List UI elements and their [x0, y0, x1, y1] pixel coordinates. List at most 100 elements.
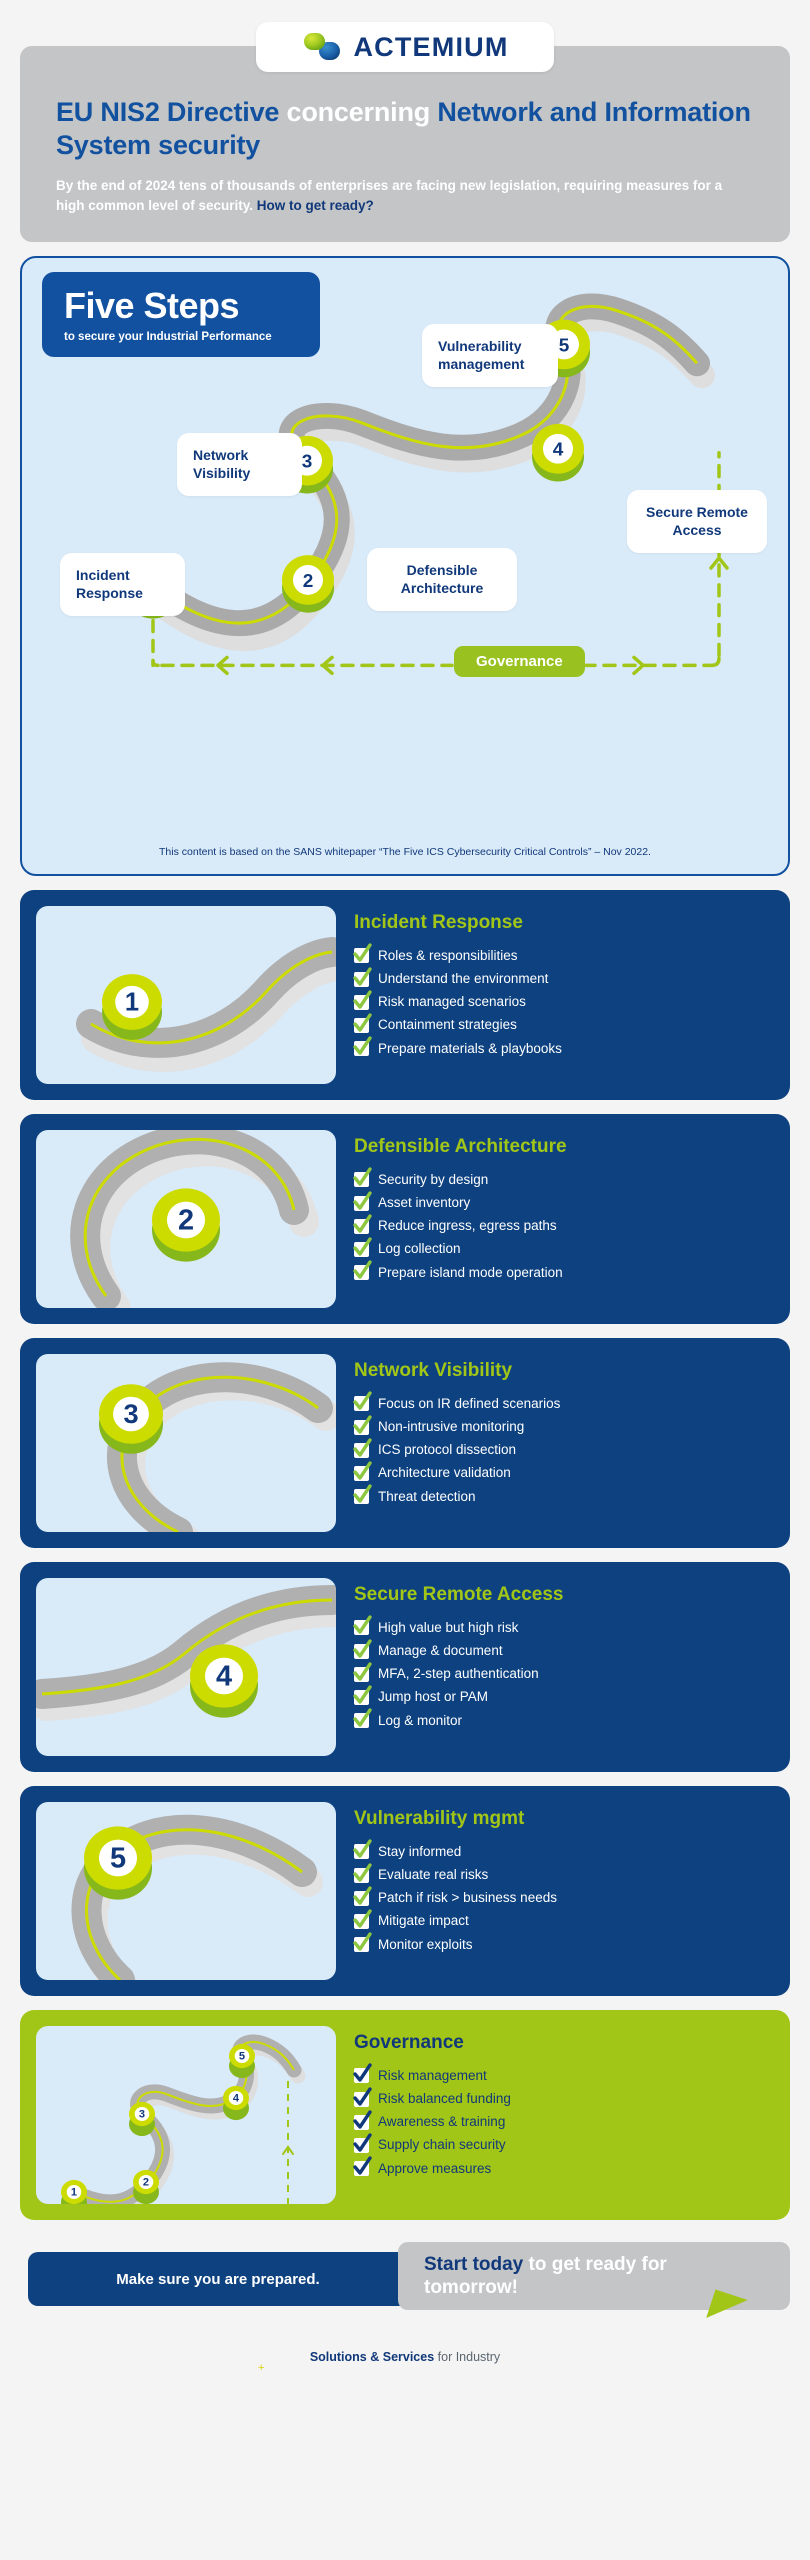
cta-rest: to get ready for tomorrow!: [424, 2254, 667, 2299]
check-icon: [353, 2063, 372, 2083]
check-icon: [353, 1638, 372, 1658]
actemium-logo: ACTEMIUM: [256, 22, 554, 72]
svg-text:1: 1: [125, 989, 139, 1017]
check-icon: [353, 1662, 372, 1681]
diagram-label-vulnerability: Vulnerability management: [422, 324, 558, 388]
step-card-bullet: Stay informed: [353, 1839, 774, 1863]
checkbox-checked-icon: [353, 1862, 372, 1883]
diagram-label-secure-remote-access: Secure Remote Access: [627, 490, 767, 554]
step-card-title: Governance: [354, 2032, 464, 2054]
step-card-bullet: Approve measures: [353, 2156, 774, 2180]
step-card-bullet: Awareness & training: [353, 2110, 774, 2134]
svg-text:4: 4: [233, 2093, 240, 2105]
step-card-bullet-label: Risk management: [378, 2067, 487, 2083]
checkbox-checked-icon: [353, 1839, 372, 1860]
check-icon: [353, 1685, 372, 1704]
check-icon: [353, 1190, 372, 1210]
step-card-bullet: Security by design: [353, 1167, 774, 1191]
step-card-bullet: Manage & document: [353, 1638, 774, 1663]
svg-text:3: 3: [123, 1398, 138, 1429]
step-card-title: Defensible Architecture: [354, 1136, 567, 1158]
step-card-bullet: Supply chain security: [353, 2133, 774, 2157]
actemium-logo-wordmark: ACTEMIUM: [353, 31, 509, 62]
check-icon: [353, 1391, 372, 1411]
step-card-bullet-label: Focus on IR defined scenarios: [378, 1395, 561, 1411]
step-card-bullet-label: Non-intrusive monitoring: [378, 1419, 525, 1435]
check-icon: [353, 1615, 372, 1635]
check-icon: [353, 990, 372, 1009]
checkbox-checked-icon: [353, 2156, 372, 2177]
svg-text:5: 5: [559, 336, 570, 357]
svg-text:3: 3: [139, 2109, 145, 2121]
footer-tagline: +Solutions & Services for Industry: [20, 2350, 790, 2374]
checkbox-checked-icon: [353, 1886, 372, 1906]
step-card-bullet-label: Monitor exploits: [378, 1936, 473, 1952]
step-card-bullet: Patch if risk > business needs: [353, 1886, 774, 1910]
header: ACTEMIUM EU NIS2 Directive concerning Ne…: [20, 0, 790, 243]
svg-text:2: 2: [303, 571, 314, 592]
step-card-title: Incident Response: [354, 912, 523, 934]
step-card-bullet: Jump host or PAM: [353, 1685, 774, 1709]
check-icon: [353, 966, 372, 986]
cta-start-today-text: Start today to get ready for tomorrow!: [424, 2253, 764, 2299]
check-icon: [353, 1013, 372, 1032]
svg-text:2: 2: [143, 2177, 149, 2189]
checkbox-checked-icon: [353, 1036, 372, 1057]
step-card-illustration: 5: [36, 1802, 336, 1981]
step-card-bullet-label: Log collection: [378, 1241, 461, 1257]
svg-text:2: 2: [178, 1205, 194, 1237]
checkbox-checked-icon: [353, 1391, 372, 1412]
footer-tagline-light: for Industry: [434, 2350, 501, 2365]
check-icon: [353, 1260, 372, 1279]
step-card-bullet: Understand the environment: [353, 966, 774, 991]
step-card-bullet-label: Mitigate impact: [378, 1913, 469, 1929]
check-icon: [353, 2086, 372, 2106]
checkbox-checked-icon: [353, 1615, 372, 1636]
step-card-bullet: ICS protocol dissection: [353, 1438, 774, 1462]
check-icon: [353, 1886, 372, 1905]
checkbox-checked-icon: [353, 1909, 372, 1930]
check-icon: [353, 1214, 372, 1233]
step-card-bullet-label: Understand the environment: [378, 971, 549, 987]
step-card-bullet-label: Risk balanced funding: [378, 2091, 511, 2107]
header-band: EU NIS2 Directive concerning Network and…: [20, 46, 790, 243]
five-steps-title: Five Steps: [64, 285, 240, 327]
step-card-bullet-label: Asset inventory: [378, 1195, 471, 1211]
step-card-bullet: MFA, 2-step authentication: [353, 1662, 774, 1686]
step-card-bullet: Risk management: [353, 2063, 774, 2087]
step-card-bullet: Risk managed scenarios: [353, 990, 774, 1014]
step-card-bullet: Prepare materials & playbooks: [353, 1036, 774, 1060]
checkbox-checked-icon: [353, 2086, 372, 2107]
checkbox-checked-icon: [353, 1708, 372, 1729]
step-card-title: Network Visibility: [354, 1360, 513, 1382]
step-card-bullet: Architecture validation: [353, 1461, 774, 1485]
check-icon: [353, 2110, 372, 2129]
svg-text:3: 3: [302, 452, 313, 473]
step-card-bullet: Focus on IR defined scenarios: [353, 1391, 774, 1415]
checkbox-checked-icon: [353, 966, 372, 987]
svg-text:4: 4: [553, 440, 564, 461]
check-icon: [353, 1167, 372, 1187]
check-icon: [353, 943, 372, 963]
cta-accent: Start today: [424, 2254, 524, 2276]
step-card-bullet: Evaluate real risks: [353, 1862, 774, 1887]
checkbox-checked-icon: [353, 943, 372, 964]
five-steps-badge: Five Steps to secure your Industrial Per…: [42, 272, 320, 358]
check-icon: [353, 1438, 372, 1457]
step-card-bullet-label: High value but high risk: [378, 1619, 519, 1635]
checkbox-checked-icon: [353, 1484, 372, 1505]
check-icon: [353, 1932, 372, 1951]
five-steps-diagram: 1 2 3 4: [20, 256, 790, 877]
check-icon: [353, 1461, 372, 1480]
check-icon: [353, 1909, 372, 1928]
checkbox-checked-icon: [353, 1662, 372, 1682]
